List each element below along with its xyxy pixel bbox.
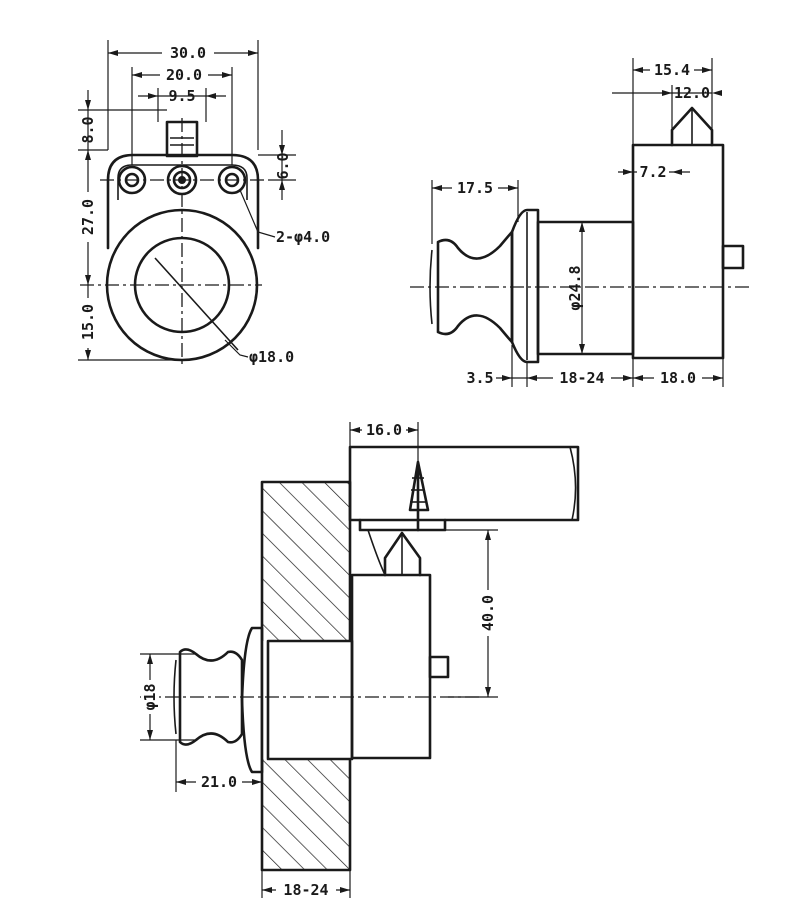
top-board	[348, 445, 580, 522]
side-knob	[436, 230, 514, 344]
dim-knob-len: 21.0	[201, 773, 237, 791]
dim-body: 18.0	[660, 369, 696, 387]
side-pin	[721, 244, 745, 270]
dim-top-inner: 12.0	[674, 84, 710, 102]
dim-knob: 17.5	[457, 179, 493, 197]
dim-knob-dia: φ18	[141, 683, 159, 710]
screw	[408, 460, 430, 532]
barrel-bore	[133, 236, 231, 334]
mounting-plate	[106, 153, 260, 250]
mounting-hole-right	[217, 165, 247, 195]
dim-range: 18-24	[559, 369, 604, 387]
side-flange	[510, 208, 540, 364]
center-hole	[166, 164, 198, 196]
dim-height-bottom: 15.0	[79, 304, 97, 340]
front-view: 30.0 20.0 9.5 8.0 27.0 15.0	[78, 40, 330, 368]
label-bore: φ18.0	[249, 348, 294, 366]
dim-flange: 3.5	[466, 369, 493, 387]
install-pin	[428, 655, 450, 679]
dim-height-top: 8.0	[79, 116, 97, 143]
installation-view: 16.0 40.0 φ18 21.0 18-24	[140, 421, 580, 899]
dim-top: 16.0	[366, 421, 402, 439]
install-flange	[240, 626, 264, 774]
side-cylinder	[536, 220, 635, 356]
dim-top-total: 15.4	[654, 61, 690, 79]
strike-plate	[358, 518, 447, 532]
dim-width-slot: 9.5	[168, 87, 195, 105]
dim-height-body: 27.0	[79, 199, 97, 235]
install-knob	[178, 648, 244, 746]
dim-height: 40.0	[479, 595, 497, 631]
dim-offset: 7.2	[639, 163, 666, 181]
dim-panel: 18-24	[283, 881, 328, 899]
side-view: 15.4 12.0 7.2 17.5 φ24.8	[410, 58, 750, 387]
label-holes: 2-φ4.0	[276, 228, 330, 246]
dim-hole-offset: 6.0	[274, 152, 292, 179]
dim-width-total: 30.0	[170, 44, 206, 62]
mounting-hole-left	[117, 165, 147, 195]
install-cylinder	[266, 639, 354, 761]
dim-diameter: φ24.8	[566, 265, 584, 310]
dim-width-mid: 20.0	[166, 66, 202, 84]
